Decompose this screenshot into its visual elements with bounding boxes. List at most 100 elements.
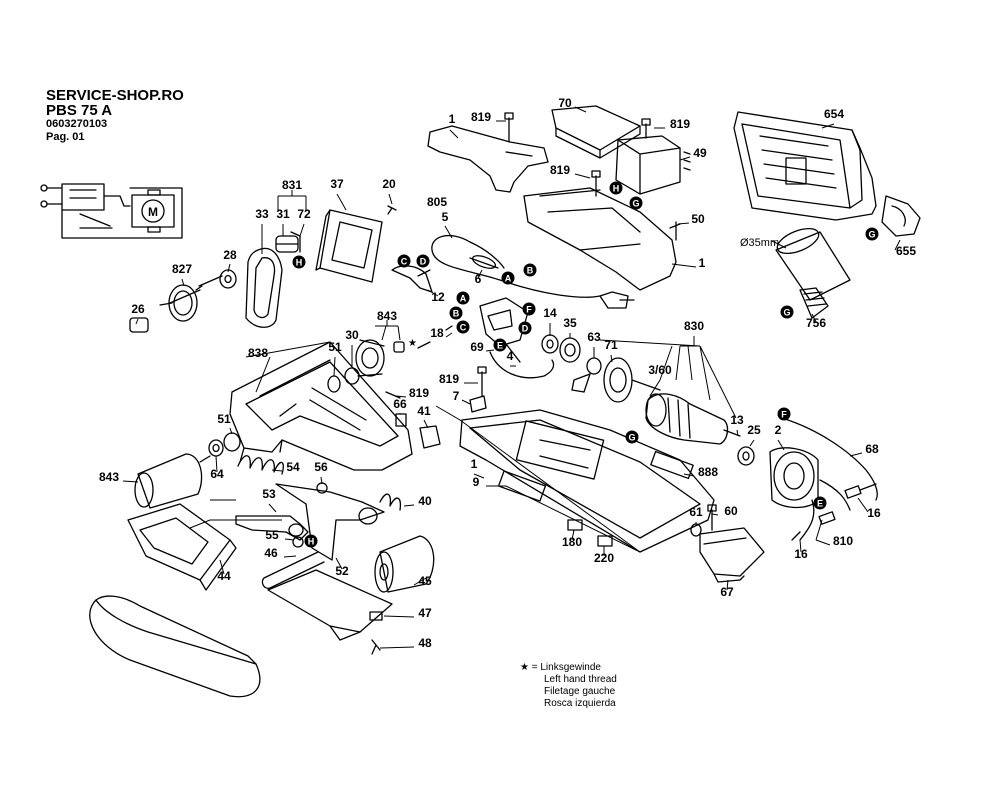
washer-28-icon [219,269,237,289]
marker-h: H [304,534,318,548]
part-label-51: 51 [328,340,342,354]
gear-3-60-icon [603,357,633,403]
marker-circle-icon [780,305,794,319]
shop-name: SERVICE-SHOP.RO [46,87,184,104]
bearing-35-icon [559,337,581,363]
part-label-220: 220 [594,551,614,565]
legend-line-3: Rosca izquierda [544,698,616,709]
marker-letter: D [420,257,427,267]
part-label-60: 60 [724,504,738,518]
cable-clamp-12-icon [391,265,433,293]
part-label-843: 843 [99,470,119,484]
marker-circle-icon [522,302,536,316]
marker-c: C [456,320,470,334]
part-label-13: 13 [730,413,744,427]
marker-g: G [625,430,639,444]
part-label-756: 756 [806,316,826,330]
belt-cover-37-icon [319,209,383,283]
legend-line-1: Left hand thread [544,674,617,685]
label-180-icon [567,519,583,531]
marker-letter: E [497,341,503,351]
part-label-819: 819 [670,117,690,131]
dimension-label: Ø35mm [740,237,779,249]
part-label-53: 53 [262,487,276,501]
sanding-belt-icon [89,595,261,698]
part-label-16: 16 [867,506,881,520]
label-9-icon [497,470,547,502]
part-label-831: 831 [282,178,302,192]
marker-f: F [777,407,791,421]
marker-g: G [629,196,643,210]
spring-40-icon [379,493,402,511]
legend: ★ = Linksgewinde Left hand thread Fileta… [520,662,617,710]
marker-a: A [456,291,470,305]
wire-69-icon [489,351,555,379]
part-label-827: 827 [172,262,192,276]
part-label-37: 37 [330,177,344,191]
part-label-4: 4 [507,349,514,363]
bearing-51b-icon [223,432,241,452]
part-label-55: 55 [265,528,279,542]
part-label-61: 61 [689,505,703,519]
part-label-70: 70 [558,96,572,110]
part-label-26: 26 [131,302,145,316]
part-label-7: 7 [453,389,460,403]
part-41-icon [419,425,441,449]
handle-cover-1-icon [427,125,549,193]
marker-letter: D [522,324,529,334]
part-label-68: 68 [865,442,879,456]
marker-b: B [449,306,463,320]
marker-letter: H [296,258,303,268]
bearing-26-icon [129,317,149,333]
marker-letter: G [783,308,790,318]
screw-20-icon [387,205,397,215]
marker-circle-icon [304,534,318,548]
marker-circle-icon [501,271,515,285]
marker-circle-icon [625,430,639,444]
marker-letter: B [453,309,460,319]
marker-letter: F [526,305,532,315]
part-label-843: 843 [377,309,397,323]
marker-circle-icon [629,196,643,210]
part-label-16: 16 [794,547,808,561]
part-label-35: 35 [563,316,577,330]
part-label-2: 2 [775,423,782,437]
drive-pulley-827-icon [159,275,223,322]
part-label-1: 1 [471,457,478,471]
motor-housing-9-icon [459,409,715,553]
marker-b: B [523,263,537,277]
part-label-1: 1 [449,112,456,126]
marker-letter: G [632,199,639,209]
bracket-52-icon [275,483,385,561]
part-label-48: 48 [418,636,432,650]
part-label-819: 819 [550,163,570,177]
screw-56-icon [316,482,328,494]
part-label-67: 67 [720,585,734,599]
marker-letter: G [868,230,875,240]
marker-letter: B [527,266,534,276]
motor-symbol: M [148,205,158,219]
part-label-6: 6 [475,272,482,286]
part-label-47: 47 [418,606,432,620]
marker-d: D [416,254,430,268]
marker-e: E [813,496,827,510]
part-71-icon [571,373,591,393]
screw-48-icon [371,639,381,655]
marker-circle-icon [292,255,306,269]
part-label-5: 5 [442,210,449,224]
marker-g: G [865,227,879,241]
shaft-46-icon [261,551,325,589]
marker-circle-icon [609,181,623,195]
marker-letter: H [308,537,315,547]
label-888-icon [650,450,694,480]
part-label-810: 810 [833,534,853,548]
part-label-45: 45 [418,574,432,588]
part-label-44: 44 [217,569,231,583]
frame-44-icon [127,503,231,581]
marker-letter: A [460,294,467,304]
part-66-icon [395,413,407,427]
